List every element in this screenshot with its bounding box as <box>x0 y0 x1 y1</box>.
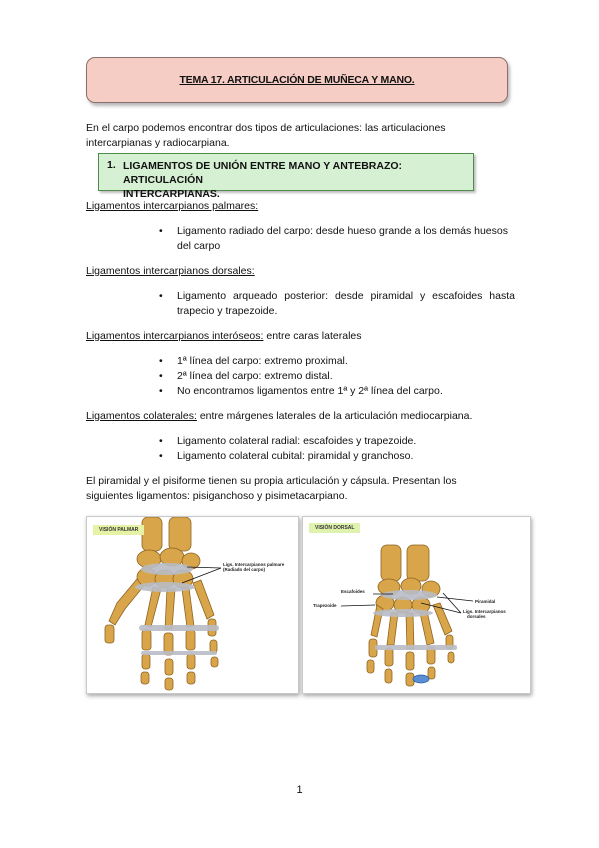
colaterales-subheading: Ligamentos colaterales: entre márgenes l… <box>86 410 472 422</box>
page-number: 1 <box>296 784 303 796</box>
intro-paragraph: En el carpo podemos encontrar dos tipos … <box>86 121 516 151</box>
colaterales-tail: entre márgenes laterales de la articulac… <box>196 410 473 422</box>
section-heading-box: 1. LIGAMENTOS DE UNIÓN ENTRE MANO Y ANTE… <box>98 153 474 200</box>
piramidal-label: Piramidal <box>475 599 496 604</box>
section-heading-line-1: LIGAMENTOS DE UNIÓN ENTRE MANO Y ANTEBRA… <box>123 160 403 186</box>
list-item: • 2ª línea del carpo: extremo distal. <box>159 370 333 382</box>
dorsales-heading: Ligamentos intercarpianos dorsales: <box>86 265 255 277</box>
interoseos-tail: entre caras laterales <box>263 330 362 342</box>
dorsal-hand-illustration <box>340 544 474 687</box>
dorsales-list: • Ligamento arqueado posterior: desde pi… <box>157 289 515 319</box>
interoseos-heading: Ligamentos intercarpianos interóseos: <box>86 330 264 342</box>
intro-line-1: En el carpo podemos encontrar dos tipos … <box>86 122 446 134</box>
intro-line-2: intercarpianas y radiocarpiana. <box>86 137 230 149</box>
palmares-list: • Ligamento radiado del carpo: desde hue… <box>157 224 515 254</box>
dorsal-view-label: VISIÓN DORSAL <box>309 523 361 533</box>
bullet-icon: • <box>159 450 163 462</box>
title-box: TEMA 17. ARTICULACIÓN DE MUÑECA Y MANO. <box>86 57 508 103</box>
colaterales-list: • Ligamento colateral radial: escafoides… <box>157 434 515 464</box>
dorsal-view-figure: VISIÓN DORSAL Escafoides Trapezoide Pira… <box>302 516 531 694</box>
bullet-icon: • <box>159 355 163 367</box>
palmar-hand-illustration <box>104 517 222 691</box>
closing-paragraph: El piramidal y el pisiforme tienen su pr… <box>86 474 516 504</box>
palmar-view-label: VISIÓN PALMAR <box>93 525 145 535</box>
escafoides-label: Escafoides <box>341 589 365 594</box>
palmares-subheading: Ligamentos intercarpianos palmares: <box>86 200 258 212</box>
page-title: TEMA 17. ARTICULACIÓN DE MUÑECA Y MANO. <box>179 74 415 86</box>
list-item: • Ligamento colateral radial: escafoides… <box>159 435 417 447</box>
bullet-icon: • <box>159 385 163 397</box>
section-heading-line-2: INTERCARPIANAS. <box>123 188 220 200</box>
list-item: • Ligamento arqueado posterior: desde pi… <box>159 290 515 317</box>
interoseos-subheading: Ligamentos intercarpianos interóseos: en… <box>86 330 362 342</box>
dorsal-ligaments-annotation: Ligs. Intercarpianos dorsales <box>463 609 506 619</box>
list-item: • No encontramos ligamentos entre 1ª y 2… <box>159 385 443 397</box>
list-item: • Ligamento colateral cubital: piramidal… <box>159 450 414 462</box>
dorsales-subheading: Ligamentos intercarpianos dorsales: <box>86 265 255 277</box>
bullet-icon: • <box>159 370 163 382</box>
interoseos-list: • 1ª línea del carpo: extremo proximal. … <box>157 354 515 399</box>
palmar-annotation: Ligs. Intercarpianos palmare (Radiado de… <box>223 562 285 572</box>
list-item: • Ligamento radiado del carpo: desde hue… <box>159 225 508 252</box>
closing-line-2: siguientes ligamentos: pisiganchoso y pi… <box>86 490 348 502</box>
colaterales-heading: Ligamentos colaterales: <box>86 410 197 422</box>
bullet-icon: • <box>159 290 163 302</box>
bullet-icon: • <box>159 225 163 237</box>
list-item: • 1ª línea del carpo: extremo proximal. <box>159 355 348 367</box>
section-heading: LIGAMENTOS DE UNIÓN ENTRE MANO Y ANTEBRA… <box>123 159 468 201</box>
palmares-heading: Ligamentos intercarpianos palmares: <box>86 200 259 212</box>
bullet-icon: • <box>159 435 163 447</box>
section-number: 1. <box>107 159 116 171</box>
palmar-view-figure: VISIÓN PALMAR Ligs. Intercarpianos palma… <box>86 516 299 694</box>
closing-line-1: El piramidal y el pisiforme tienen su pr… <box>86 475 457 487</box>
trapezoide-label: Trapezoide <box>313 603 337 608</box>
